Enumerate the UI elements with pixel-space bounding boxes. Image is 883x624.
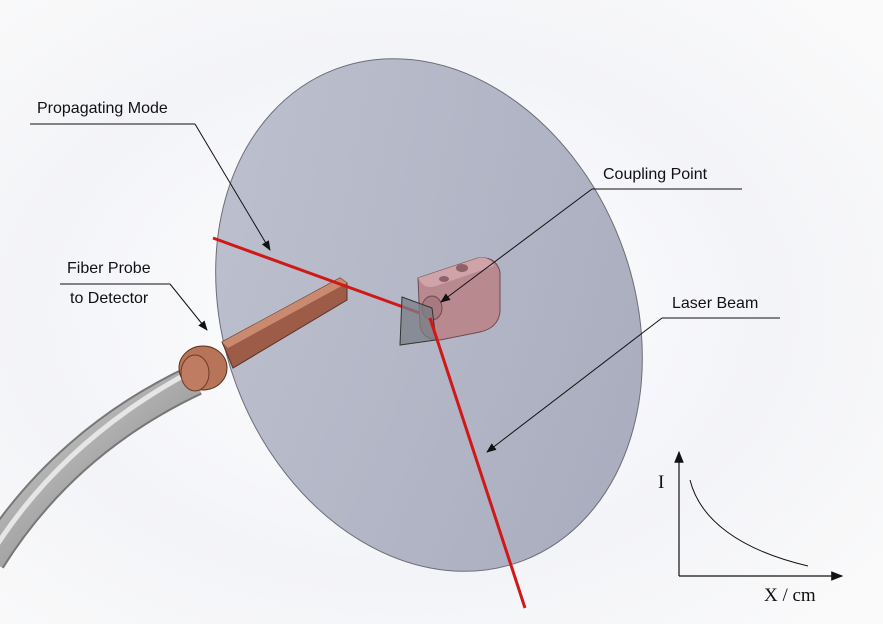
svg-text:Fiber Probe: Fiber Probe xyxy=(67,260,151,277)
propagating-mode-beam xyxy=(212,236,429,318)
laser-beam xyxy=(428,317,527,609)
label-fiber-probe: Fiber Probe to Detector xyxy=(60,260,208,331)
label-laser-beam: Laser Beam xyxy=(486,295,780,453)
fiber-cable xyxy=(0,365,202,569)
svg-text:Propagating Mode: Propagating Mode xyxy=(37,100,168,117)
svg-text:Laser Beam: Laser Beam xyxy=(672,295,758,312)
intensity-inset-plot: I X / cm xyxy=(658,450,844,606)
decay-curve xyxy=(689,479,809,567)
label-propagating-mode: Propagating Mode xyxy=(30,100,271,251)
label-coupling-point: Coupling Point xyxy=(440,166,742,303)
svg-text:Coupling Point: Coupling Point xyxy=(603,166,708,183)
x-axis-label: X / cm xyxy=(764,585,816,606)
fiber-probe xyxy=(178,277,348,392)
coupling-prism-block xyxy=(399,257,501,346)
y-axis-label: I xyxy=(658,472,664,493)
svg-text:to Detector: to Detector xyxy=(70,290,149,307)
